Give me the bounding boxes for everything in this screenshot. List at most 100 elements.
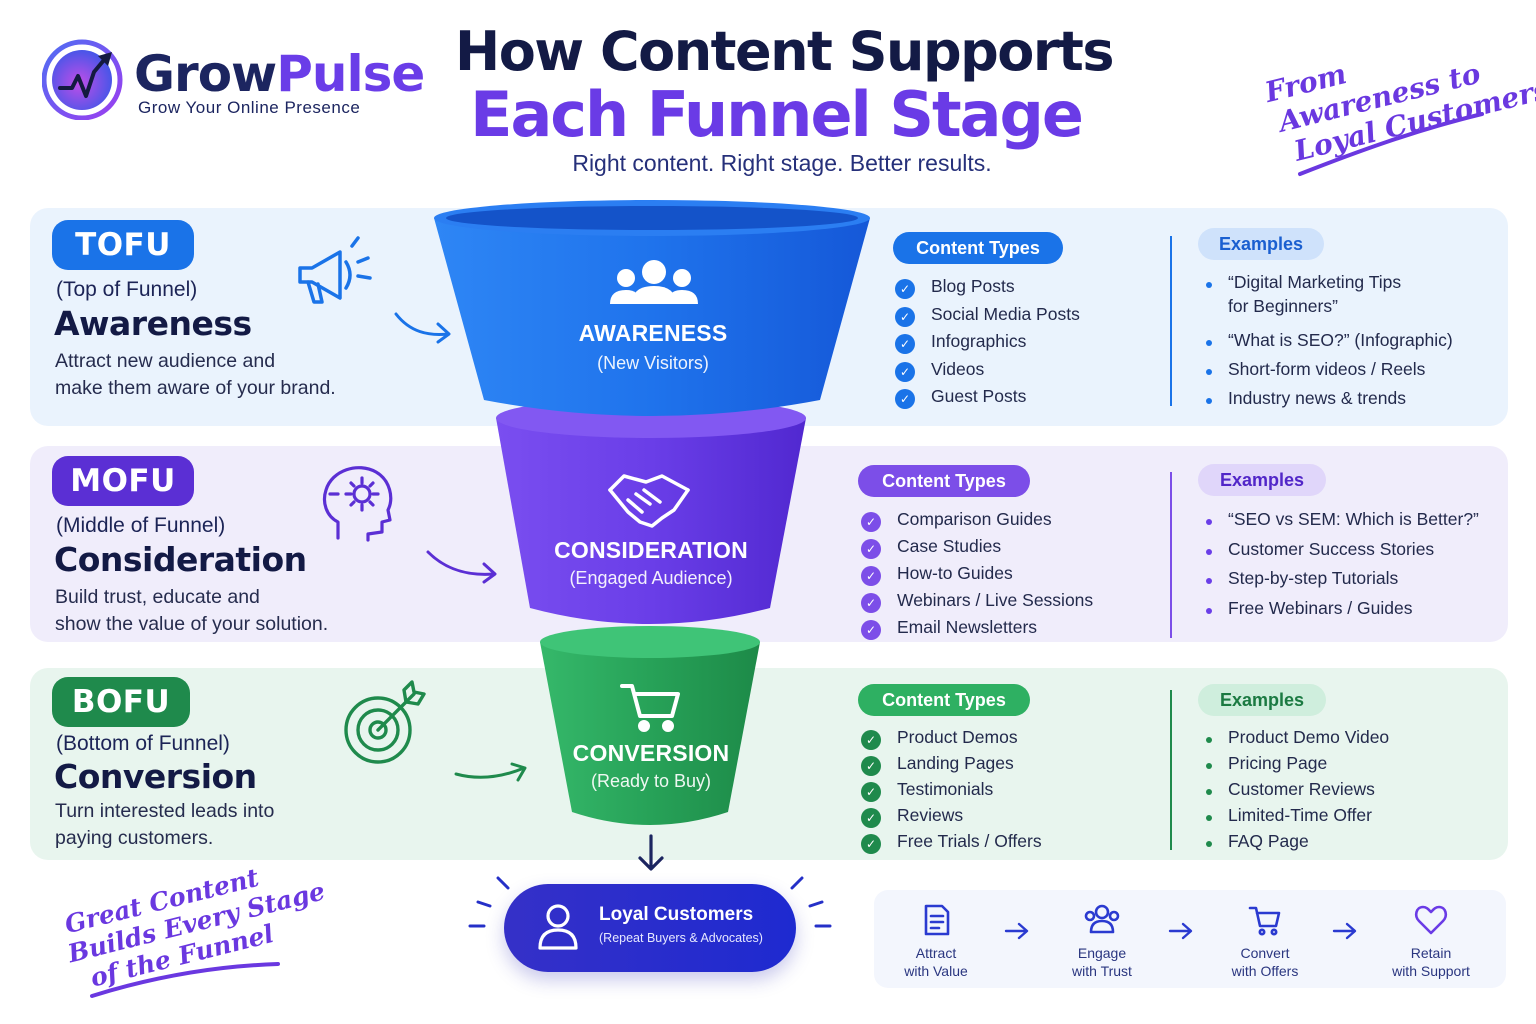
bullet-icon [1206,282,1212,288]
step-arrow-icon [1332,922,1357,940]
bofu-content-types-pill: Content Types [858,684,1030,716]
bullet-icon [1206,815,1212,821]
list-item-label: Social Media Posts [931,303,1080,324]
tofu-content-types-pill: Content Types [893,232,1063,264]
tofu-desc-line2: make them aware of your brand. [55,377,336,399]
loyal-customers-pill [504,884,796,972]
funnel-conversion-segment [540,626,760,825]
tofu-arrow-icon [394,312,451,344]
list-item: Step-by-step Tutorials [1202,568,1479,598]
bottom-note-underline [90,962,280,998]
funnel-consideration-segment [496,398,806,624]
list-item-label: Infographics [931,331,1027,351]
funnel-consideration-title: CONSIDERATION [554,537,748,563]
mofu-arrow-icon [426,550,497,584]
bullet-icon [1206,841,1212,847]
brand-name-part1: Grow [134,45,277,103]
users-icon [1084,904,1120,934]
brand-tagline: Grow Your Online Presence [138,98,361,117]
down-arrow-icon [638,834,664,871]
check-icon: ✓ [861,782,881,802]
bofu-stage-name: Conversion [54,757,257,796]
check-icon: ✓ [861,512,881,532]
list-item-label: Videos [931,358,985,379]
check-icon: ✓ [895,279,915,299]
funnel-conversion-sub: (Ready to Buy) [590,771,712,791]
mofu-divider [1170,472,1172,638]
heart-icon [1414,905,1448,935]
list-item-label: Industry news & trends [1228,388,1406,408]
page-title-line2: Each Funnel Stage [470,78,1084,151]
tofu-desc-line1: Attract new audience and [55,350,276,372]
check-icon: ✓ [861,620,881,640]
list-item-label: Landing Pages [897,753,1014,773]
target-icon [344,680,426,764]
cart-icon [1248,906,1281,936]
funnel-graphic [434,200,870,825]
document-icon [924,904,950,936]
shopping-cart-icon [620,684,680,732]
mofu-description: Build trust, educate and show the value … [55,584,328,638]
step-label-line1: Engage [1077,945,1127,961]
loyal-customers-sub: (Repeat Buyers & Advocates) [599,931,763,945]
check-icon: ✓ [861,730,881,750]
list-item-label: Webinars / Live Sessions [897,590,1094,610]
tofu-description: Attract new audience and make them aware… [55,348,336,402]
funnel-awareness-segment [434,200,870,416]
funnel-conversion-title: CONVERSION [572,740,730,766]
head-gear-icon [322,466,393,542]
list-item: “What is SEO?” (Infographic) [1202,330,1453,359]
megaphone-icon [298,236,372,304]
growpulse-logo-icon [42,39,123,120]
loyal-highlight-rays [468,876,832,928]
bullet-icon [1206,737,1212,743]
list-item-label: Case Studies [897,536,1002,556]
mofu-desc-line1: Build trust, educate and [55,586,260,608]
brand-name-part2: Pulse [276,45,425,103]
bofu-subtitle: (Bottom of Funnel) [56,732,230,755]
funnel-consideration-sub: (Engaged Audience) [569,568,733,588]
step-label-line2: with Value [904,963,968,979]
bullet-icon [1206,578,1212,584]
handshake-icon [608,474,690,528]
list-item-label: Guest Posts [931,386,1027,406]
tofu-examples-list: “Digital Marketing Tips for Beginners” “… [1202,272,1453,417]
page-subtitle: Right content. Right stage. Better resul… [572,150,992,176]
step-label-line1: Convert [1240,945,1290,961]
bullet-icon [1206,398,1212,404]
list-item-label: Customer Success Stories [1228,538,1435,559]
list-item: “Digital Marketing Tips [1202,272,1453,296]
list-item: Customer Success Stories [1202,539,1479,569]
list-item-label: for Beginners” [1228,296,1338,316]
bofu-content-types-list: ✓Product Demos ✓Landing Pages ✓Testimoni… [861,727,1042,857]
list-item-label: Free Webinars / Guides [1228,597,1413,618]
bofu-examples-pill: Examples [1198,684,1326,716]
list-item: ✓Social Media Posts [895,304,1080,332]
check-icon: ✓ [861,593,881,613]
step-label-line1: Attract [915,945,957,961]
bullet-icon [1206,789,1212,795]
mofu-subtitle: (Middle of Funnel) [56,514,226,537]
list-item: ✓Reviews [861,805,1042,831]
mofu-content-types-list: ✓Comparison Guides ✓Case Studies ✓How-to… [861,509,1093,644]
list-item: ✓Free Trials / Offers [861,831,1042,857]
step-label-line2: with Support [1392,963,1470,979]
list-item: ✓Blog Posts [895,276,1080,304]
mofu-examples-list: “SEO vs SEM: Which is Better?” Customer … [1202,509,1479,627]
list-item-label: Short-form videos / Reels [1228,359,1426,379]
check-icon: ✓ [895,389,915,409]
tofu-examples-pill: Examples [1198,228,1324,260]
bullet-icon [1206,369,1212,375]
funnel-awareness-sub: (New Visitors) [597,353,709,373]
mofu-desc-line2: show the value of your solution. [55,613,329,635]
mofu-badge: MOFU [52,456,194,506]
tofu-badge: TOFU [52,220,194,270]
tofu-divider [1170,236,1172,406]
step-arrow-icon [1168,922,1193,940]
list-item: ✓Landing Pages [861,753,1042,779]
bofu-divider [1170,690,1172,850]
list-item-label: Email Newsletters [897,617,1038,637]
step-arrow-icon [1004,922,1029,940]
users-group-icon [610,260,698,304]
